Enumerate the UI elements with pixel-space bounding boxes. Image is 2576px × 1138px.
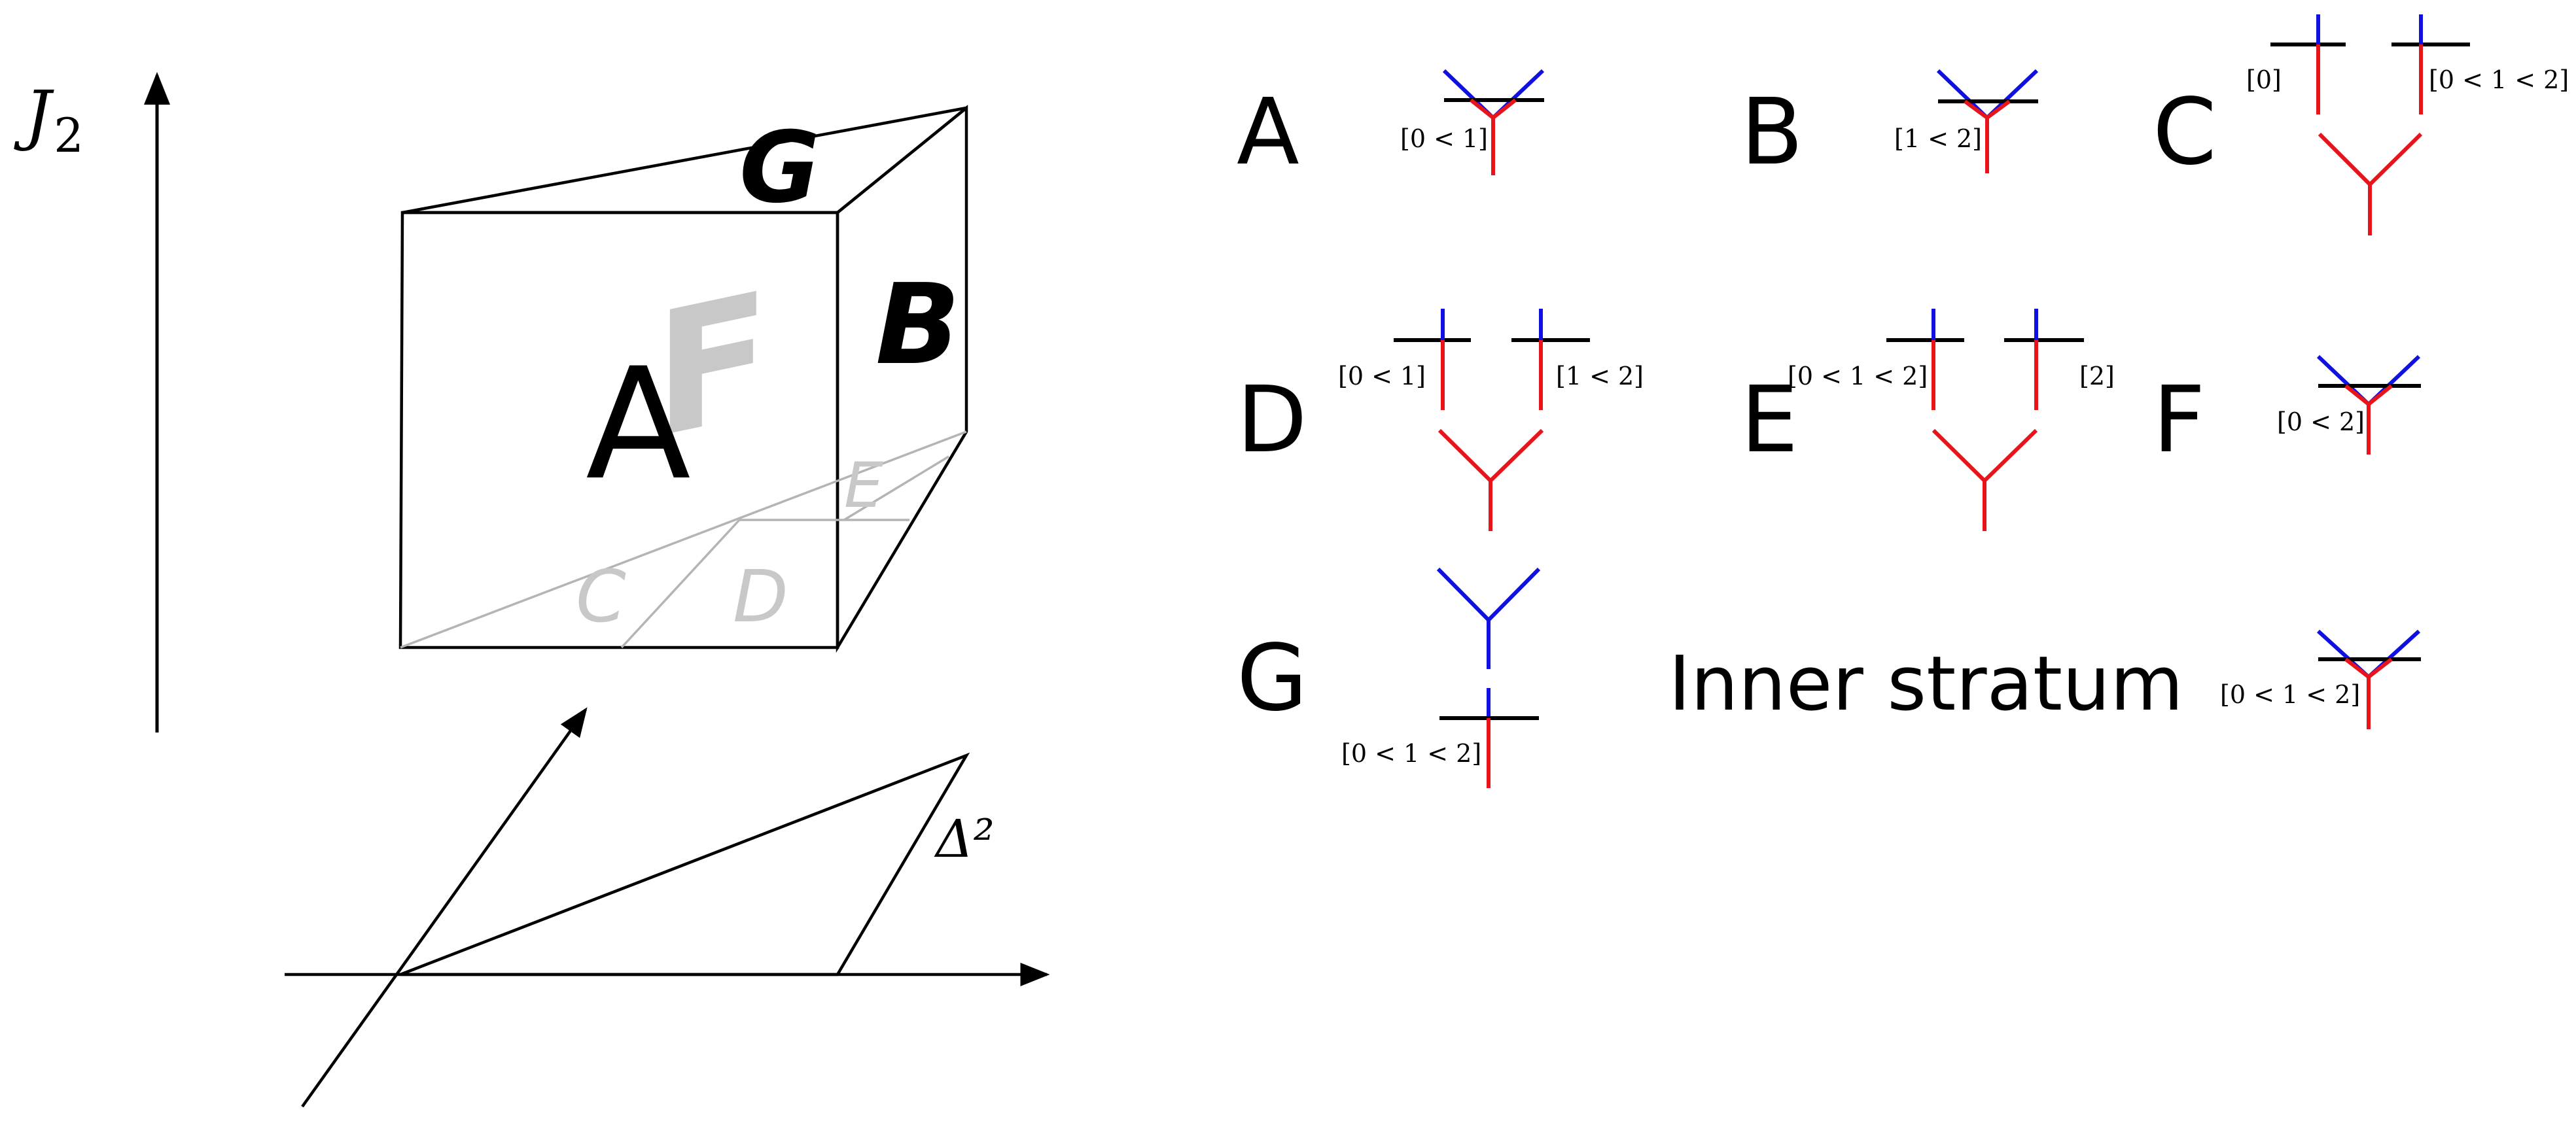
stratum-e: E [0 < 1 < 2] [2]	[1740, 309, 2115, 531]
simplex-diagonal-axis	[301, 707, 588, 1108]
stratum-interval: [0 < 1]	[1400, 124, 1488, 153]
stratum-letter: C	[2153, 79, 2217, 186]
stratum-f: F [0 < 2]	[2153, 354, 2421, 474]
stratum-b: B [1 < 2]	[1740, 69, 2039, 186]
cube-top-face	[402, 106, 968, 215]
right-face-letter: B	[875, 260, 961, 390]
stratum-d: D [0 < 1] [1 < 2]	[1237, 309, 1644, 531]
stratum-letter: D	[1237, 367, 1307, 474]
stratum-interval: [0 < 2]	[2277, 407, 2365, 436]
bottom-letter-d: D	[733, 555, 788, 638]
bottom-hidden-lines	[400, 430, 967, 649]
inner-stratum: Inner stratum [0 < 1 < 2]	[1668, 629, 2421, 729]
stratum-left-interval: [0 < 1]	[1338, 362, 1426, 390]
stratum-right-interval: [2]	[2079, 362, 2115, 390]
stratum-letter: G	[1237, 625, 1308, 732]
stratum-right-interval: [0 < 1 < 2]	[2429, 65, 2569, 94]
stratum-g: G [0 < 1 < 2]	[1237, 567, 1541, 788]
simplex-label: Δ²	[934, 808, 995, 869]
inner-stratum-interval: [0 < 1 < 2]	[2220, 680, 2360, 709]
simplex-triangle	[400, 752, 970, 976]
stratum-left-interval: [0 < 1 < 2]	[1788, 362, 1928, 390]
front-face-letter: A	[586, 336, 691, 514]
inner-stratum-label: Inner stratum	[1668, 640, 2183, 728]
bottom-letter-c: C	[576, 555, 626, 638]
stratum-interval: [0 < 1 < 2]	[1341, 739, 1481, 768]
j2-axis-label: J2	[14, 77, 84, 163]
top-face-letter: G	[739, 111, 820, 225]
stratum-c: C [0] [0 < 1 < 2]	[2153, 14, 2569, 235]
stratum-letter: F	[2153, 367, 2206, 474]
stratum-letter: A	[1237, 79, 1299, 186]
stratum-right-interval: [1 < 2]	[1556, 362, 1644, 390]
bottom-letter-e: E	[844, 450, 883, 522]
stratum-letter: E	[1740, 367, 1798, 474]
strata-panel: A [0 < 1] B [1 < 2] C	[1237, 14, 2569, 788]
left-figure: J2 F A B G C D E Δ²	[14, 72, 1050, 1108]
back-face-letter: F	[654, 254, 771, 477]
stratum-left-interval: [0]	[2246, 65, 2282, 94]
stratum-interval: [1 < 2]	[1894, 124, 1982, 153]
stratum-a: A [0 < 1]	[1237, 69, 1545, 186]
stratum-letter: B	[1740, 79, 1803, 186]
